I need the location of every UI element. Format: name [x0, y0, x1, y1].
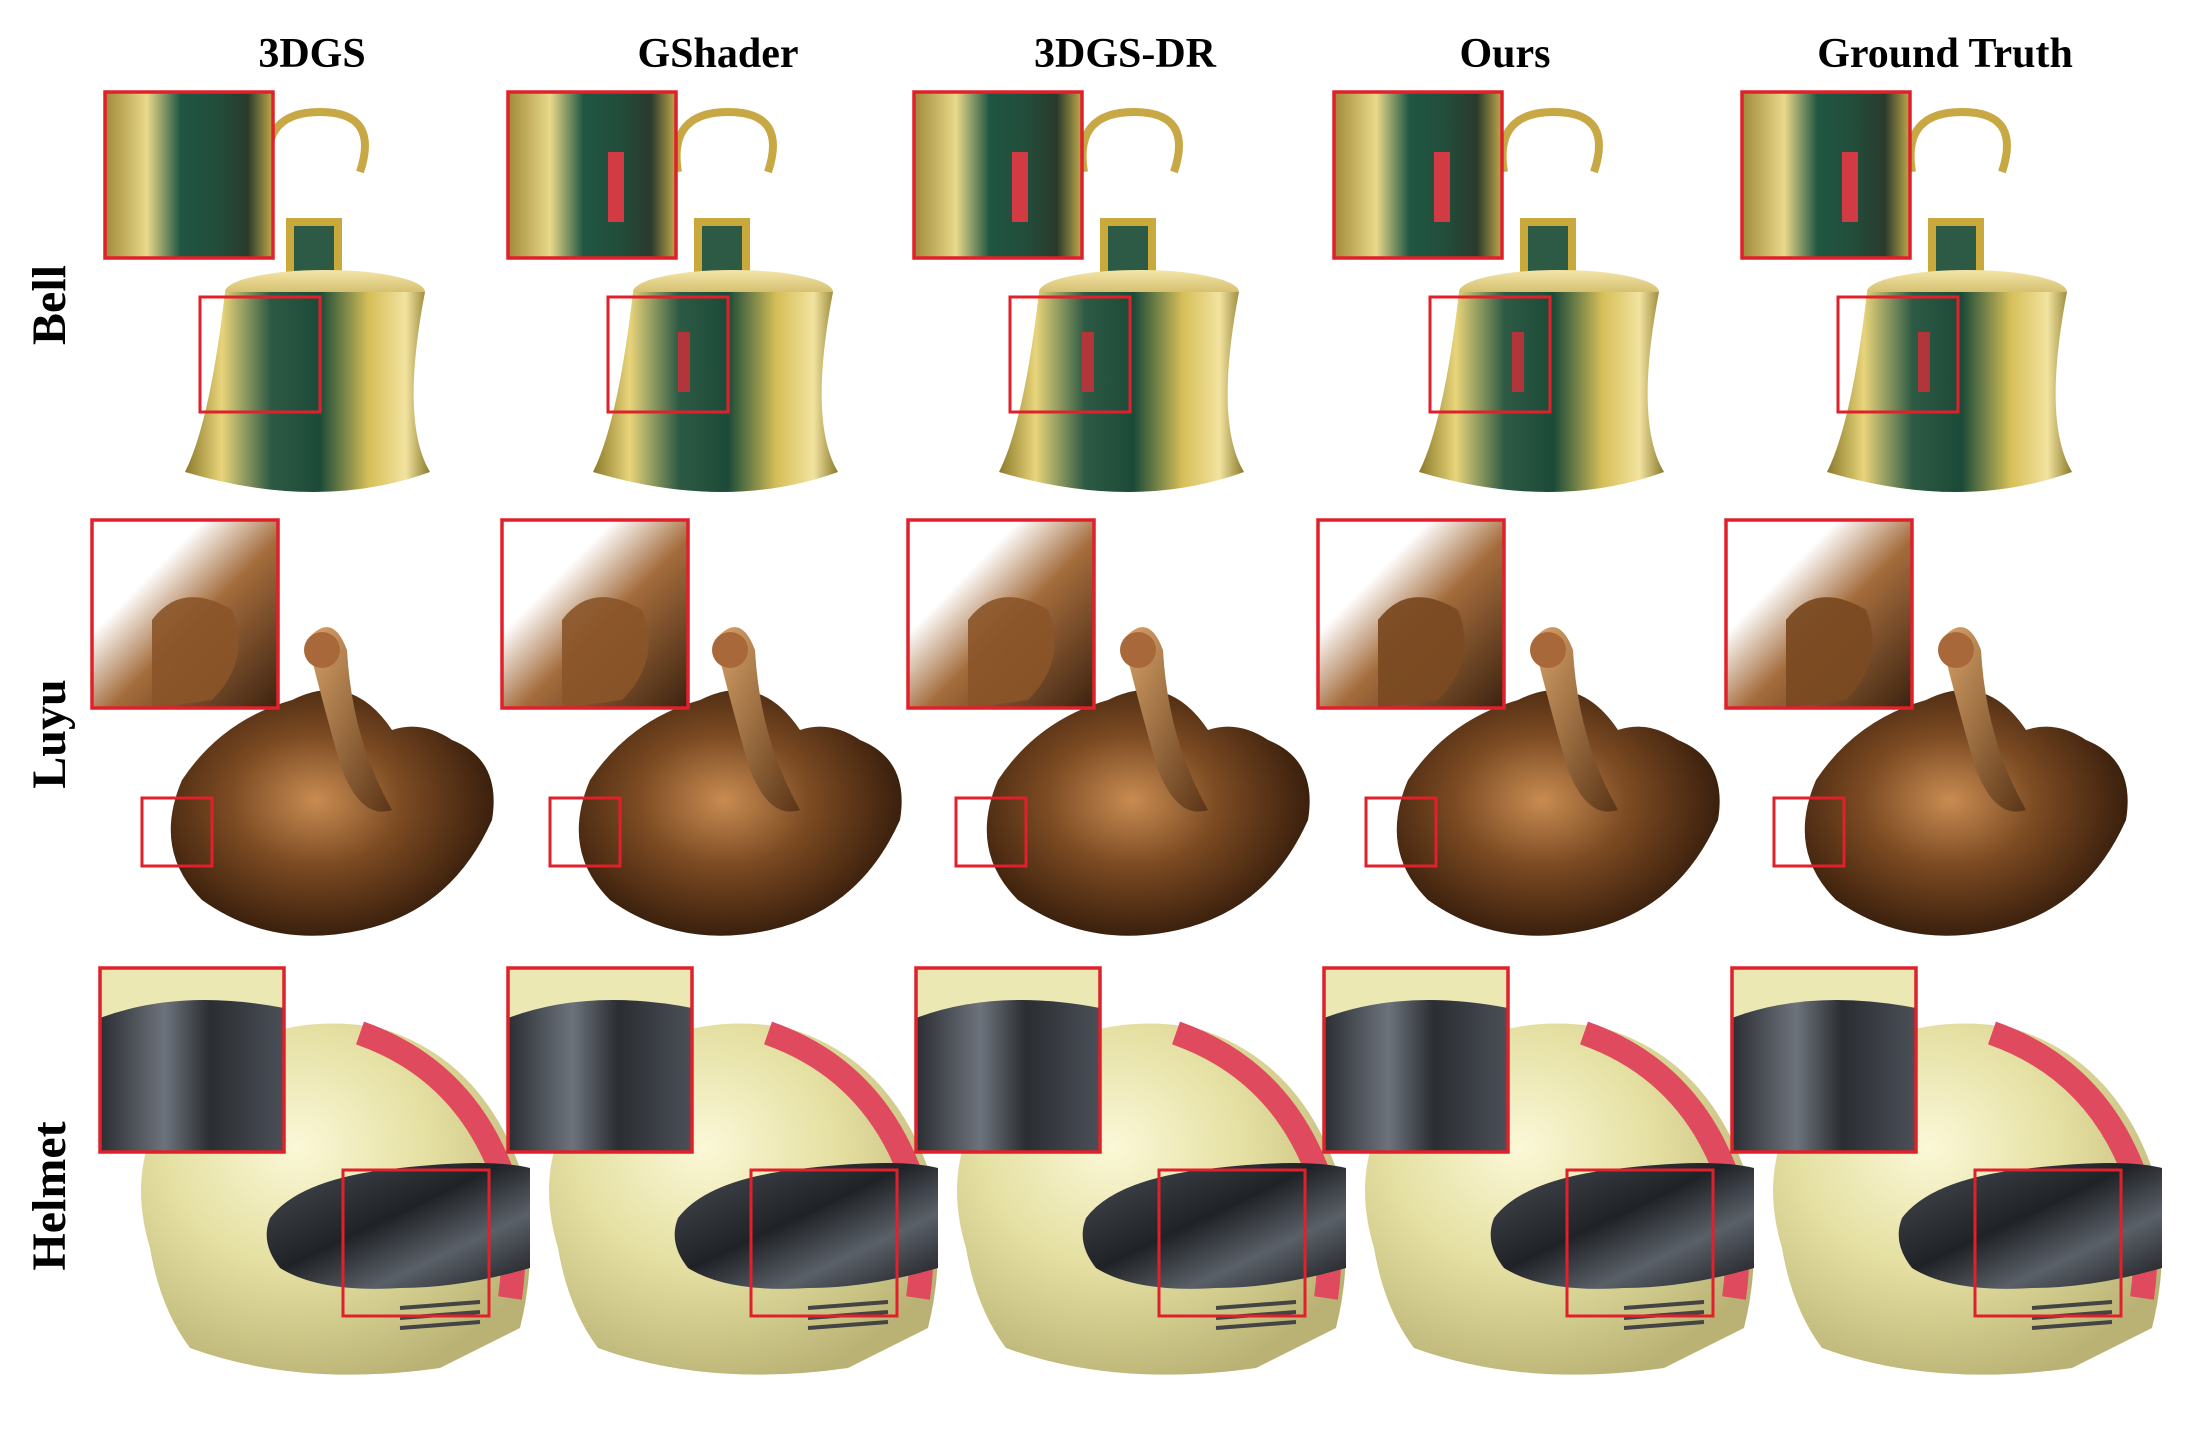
bell-crop-box: [198, 295, 322, 414]
luyu-crop-box: [954, 796, 1028, 868]
luyu-render: [1724, 518, 2128, 936]
luyu-zoom-inset: [1724, 518, 1914, 710]
helmet-3dgs-dr: [914, 966, 1346, 1388]
helmet-zoom-inset: [1730, 966, 1918, 1154]
luyu-zoom-inset: [500, 518, 690, 710]
bell-zoom-inset: [912, 90, 1084, 260]
column-header-ground-truth: Ground Truth: [1817, 31, 2073, 77]
bell-render: [1740, 90, 2072, 492]
bell-zoom-inset: [103, 90, 275, 260]
row-label-luyu: Luyu: [23, 679, 76, 789]
helmet-render: [98, 966, 530, 1375]
luyu-render: [906, 518, 1310, 936]
bell-crop-box: [606, 295, 730, 414]
luyu-render: [500, 518, 902, 936]
luyu-crop-box: [548, 796, 622, 868]
column-header-3dgs-dr: 3DGS-DR: [1033, 31, 1216, 77]
luyu-crop-box: [1772, 796, 1846, 868]
bell-crop-box: [1428, 295, 1552, 414]
helmet-zoom-inset: [98, 966, 286, 1154]
helmet-crop-box: [1973, 1168, 2123, 1318]
luyu-render: [90, 518, 494, 936]
luyu-render: [1316, 518, 1720, 936]
helmet-crop-box: [1565, 1168, 1715, 1318]
bell-zoom-inset: [506, 90, 678, 260]
luyu-crop-box: [1364, 796, 1438, 868]
row-label-helmet: Helmet: [23, 1121, 76, 1271]
row-label-bell: Bell: [23, 265, 76, 345]
helmet-ours: [1322, 966, 1754, 1388]
bell-ours: [1332, 90, 1744, 512]
column-header-3dgs: 3DGS: [258, 31, 366, 77]
luyu-ground-truth: [1724, 518, 2136, 950]
helmet-3dgs: [98, 966, 530, 1388]
bell-render: [506, 90, 838, 492]
helmet-zoom-inset: [914, 966, 1102, 1154]
helmet-gshader: [506, 966, 938, 1388]
helmet-crop-box: [749, 1168, 899, 1318]
helmet-crop-box: [1157, 1168, 1307, 1318]
luyu-ours: [1316, 518, 1728, 950]
bell-gshader: [506, 90, 918, 512]
helmet-render: [506, 966, 938, 1375]
bell-render: [1332, 90, 1664, 492]
luyu-zoom-inset: [1316, 518, 1506, 710]
helmet-crop-box: [341, 1168, 491, 1318]
bell-ground-truth: [1740, 90, 2152, 512]
luyu-zoom-inset: [90, 518, 280, 710]
luyu-zoom-inset: [906, 518, 1096, 710]
luyu-3dgs: [90, 518, 502, 950]
bell-crop-box: [1008, 295, 1132, 414]
helmet-render: [1730, 966, 2162, 1375]
helmet-ground-truth: [1730, 966, 2162, 1388]
helmet-render: [914, 966, 1346, 1375]
bell-zoom-inset: [1740, 90, 1912, 260]
luyu-3dgs-dr: [906, 518, 1318, 950]
helmet-zoom-inset: [506, 966, 694, 1154]
bell-3dgs-dr: [912, 90, 1324, 512]
luyu-crop-box: [140, 796, 214, 868]
bell-zoom-inset: [1332, 90, 1504, 260]
luyu-gshader: [500, 518, 910, 950]
bell-3dgs: [100, 90, 510, 512]
helmet-zoom-inset: [1322, 966, 1510, 1154]
bell-render: [103, 90, 430, 492]
column-header-ours: Ours: [1459, 31, 1551, 77]
column-header-gshader: GShader: [637, 31, 799, 77]
bell-crop-box: [1836, 295, 1960, 414]
bell-render: [912, 90, 1244, 492]
helmet-render: [1322, 966, 1754, 1375]
